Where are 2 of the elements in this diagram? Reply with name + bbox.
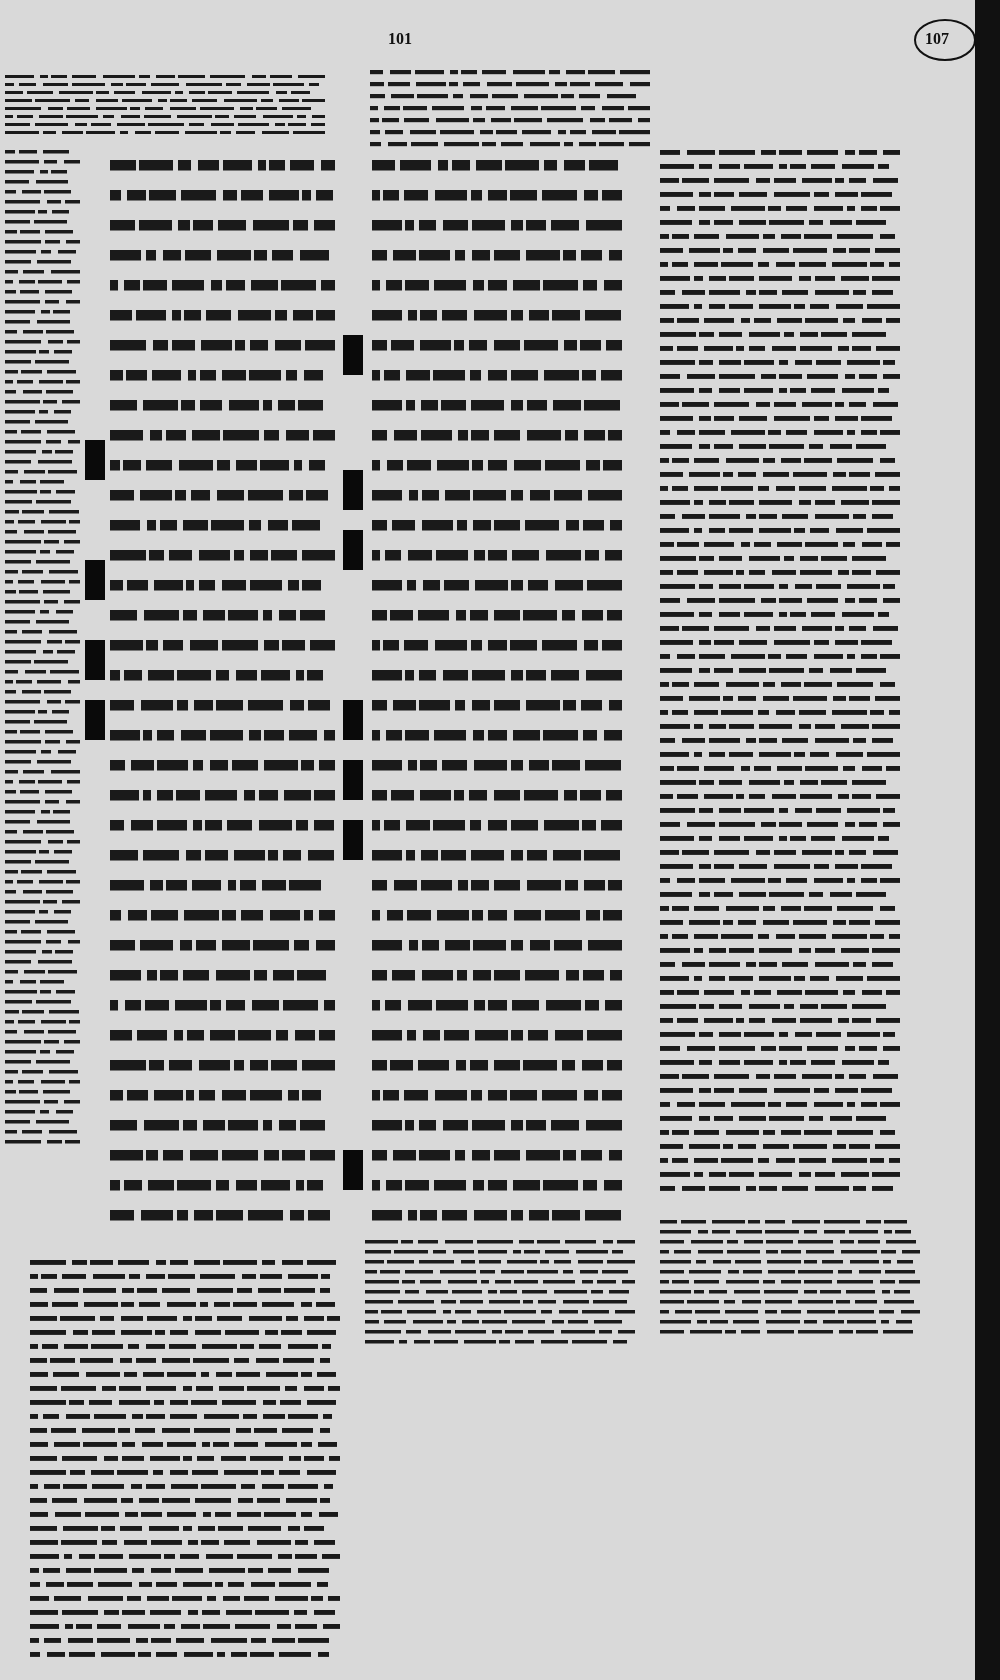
- folio-number: 101: [388, 30, 412, 48]
- folio-number: 107: [925, 30, 949, 48]
